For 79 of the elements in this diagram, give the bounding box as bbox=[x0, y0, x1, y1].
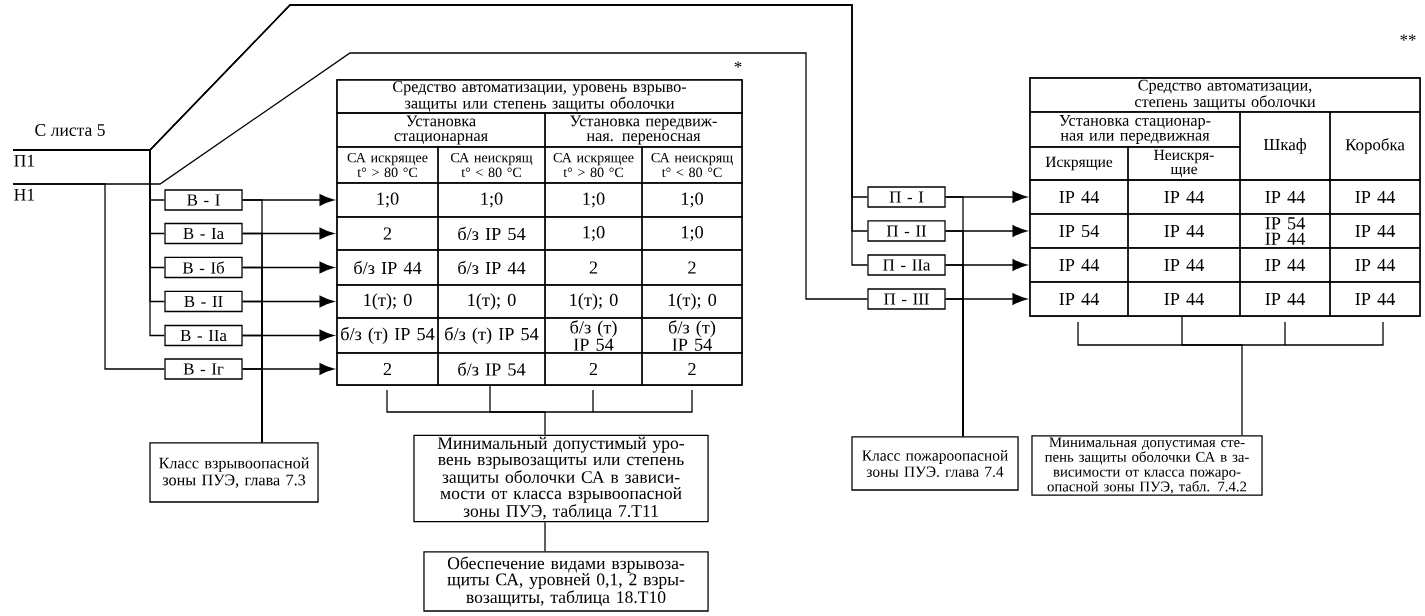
table-cell: IP 54 bbox=[1029, 213, 1129, 249]
table-cell: IP 44 bbox=[1239, 247, 1331, 283]
table-cell: б/з (т) IP 54 bbox=[544, 317, 643, 354]
table-cell: 1;0 bbox=[641, 216, 743, 251]
table-cell: Искрящие bbox=[1029, 146, 1129, 181]
table-cell: б/з IP 44 bbox=[336, 249, 439, 286]
table-cell: 2 bbox=[336, 216, 439, 251]
table-cell: 1(т); 0 bbox=[336, 284, 439, 319]
table-cell: 2 bbox=[544, 249, 643, 286]
connector-line bbox=[489, 385, 546, 436]
table-cell: 2 bbox=[641, 249, 743, 286]
table-cell: 1;0 bbox=[437, 182, 546, 218]
table-cell: б/з IP 54 bbox=[437, 352, 546, 386]
table-cell: IP 44 bbox=[1029, 281, 1129, 317]
signal-name: П1 bbox=[14, 154, 35, 167]
table-cell: IP 44 bbox=[1329, 247, 1421, 283]
note-box: Класс взрывоопасной зоны ПУЭ, глава 7.3 bbox=[149, 442, 319, 503]
note-box: Обеспечение видами взрывоза- щиты СА, уровней 0,1, 2 взры- возащиты, таблица 18.Т10 bbox=[423, 551, 709, 612]
table-cell: Установка стационар- ная или передвижная bbox=[1029, 111, 1241, 148]
table-cell: IP 44 bbox=[1127, 281, 1241, 317]
table-cell: Установка стационарная bbox=[336, 112, 546, 148]
table-cell: Коробка bbox=[1329, 111, 1421, 181]
table-cell: IP 44 bbox=[1127, 213, 1241, 249]
table-cell: б/з (т) IP 54 bbox=[336, 317, 439, 354]
zone-class-box: В - I bbox=[164, 189, 243, 211]
connector-line bbox=[544, 521, 546, 552]
connector-line bbox=[12, 52, 868, 300]
note-box: Минимальная допустимая сте- пень защиты оболочки СА в за- висимости от класса пожаро- опасной зоны ПУЭ, табл. 7.4.2 bbox=[1031, 435, 1263, 496]
table-cell: IP 44 bbox=[1029, 179, 1129, 215]
note-box: Минимальный допустимый уро- вень взрывозащиты или степень защиты оболочки СА в зависи- мости от класса взрывоопасной зоны ПУЭ, таблица 7.Т11 bbox=[413, 434, 709, 523]
table-cell: 1;0 bbox=[336, 182, 439, 218]
table-cell: 1(т); 0 bbox=[437, 284, 546, 319]
table-cell: 2 bbox=[336, 352, 439, 386]
table-cell: 2 bbox=[641, 352, 743, 386]
table-cell: IP 44 bbox=[1329, 281, 1421, 317]
zone-class-box: П - III bbox=[867, 288, 946, 310]
table-cell: Установка передвиж- ная. переносная bbox=[544, 112, 743, 148]
table-cell: б/з IP 44 bbox=[437, 249, 546, 286]
table-cell: IP 44 bbox=[1029, 247, 1129, 283]
table-cell: 1;0 bbox=[544, 216, 643, 251]
table-cell: IP 44 bbox=[1127, 179, 1241, 215]
table-cell: IP 44 bbox=[1239, 281, 1331, 317]
table-cell: Неискря- щие bbox=[1127, 146, 1241, 181]
table-cell: 2 bbox=[544, 352, 643, 386]
table-cell: б/з IP 54 bbox=[437, 216, 546, 251]
zone-class-box: В - Iг bbox=[164, 358, 243, 380]
table-cell: СА искрящее t° > 80 °С bbox=[544, 146, 643, 184]
table-cell: IP 44 bbox=[1127, 247, 1241, 283]
table-cell: Шкаф bbox=[1239, 111, 1331, 181]
table-cell: б/з (т) IP 54 bbox=[437, 317, 546, 354]
table-cell: 1(т); 0 bbox=[544, 284, 643, 319]
connector-line bbox=[242, 368, 263, 443]
table-cell: IP 44 bbox=[1329, 213, 1421, 249]
zone-class-box: П - IIа bbox=[867, 254, 946, 276]
table-cell: 1;0 bbox=[544, 182, 643, 218]
table-cell: 1(т); 0 bbox=[641, 284, 743, 319]
zone-class-box: В - IIа bbox=[164, 324, 243, 347]
zone-class-box: В - Iа bbox=[164, 222, 243, 245]
sheet-reference: С листа 5 bbox=[35, 124, 105, 136]
connector-line bbox=[945, 298, 964, 437]
zone-class-box: В - Iб bbox=[164, 256, 243, 279]
footnote-mark: ** bbox=[1400, 34, 1416, 41]
table-cell: СА неискрящ t° < 80 °С bbox=[437, 146, 546, 184]
zone-class-box: В - II bbox=[164, 290, 243, 313]
table-cell: СА неискрящ t° < 80 °С bbox=[641, 146, 743, 184]
table-cell: IP 54 IP 44 bbox=[1239, 213, 1331, 249]
footnote-mark: * bbox=[734, 61, 742, 68]
signal-name: Н1 bbox=[14, 188, 35, 201]
table-cell: IP 44 bbox=[1239, 179, 1331, 215]
note-box: Класс пожароопасной зоны ПУЭ. глава 7.4 bbox=[851, 436, 1019, 491]
table-cell: IP 44 bbox=[1329, 179, 1421, 215]
table-cell: Средство автоматизации, уровень взрыво- защиты или степень защиты оболочки bbox=[336, 79, 743, 114]
table-cell: 1;0 bbox=[641, 182, 743, 218]
table-cell: Средство автоматизации, степень защиты оболочки bbox=[1029, 77, 1421, 113]
zone-class-box: П - I bbox=[867, 186, 946, 208]
connector-line bbox=[1181, 316, 1243, 436]
table-cell: б/з (т) IP 54 bbox=[641, 317, 743, 354]
table-cell: СА искрящее t° > 80 °С bbox=[336, 146, 439, 184]
zone-class-box: П - II bbox=[867, 220, 946, 242]
